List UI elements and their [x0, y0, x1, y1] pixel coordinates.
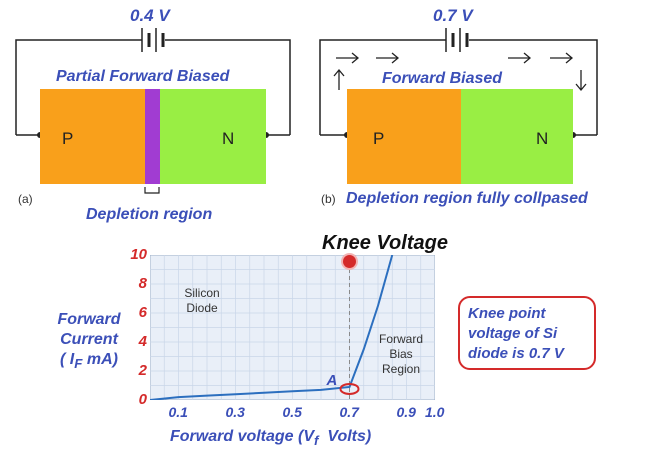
voltage-b: 0.7 V: [433, 6, 473, 25]
x-tick-label: 0.5: [282, 404, 302, 420]
p-label-b: P: [373, 129, 385, 148]
graph-title: Knee Voltage: [322, 232, 448, 254]
x-tick-label: 0.3: [225, 404, 245, 420]
y-tick-label: 10: [130, 246, 147, 263]
x-tick-label: 0.1: [168, 404, 188, 420]
x-axis-label: Forward voltage (Vf Volts): [170, 427, 371, 451]
battery-a-icon: [141, 28, 165, 52]
knee-note-box: Knee point voltage of Si diode is 0.7 V: [458, 296, 596, 370]
region-left-line2: Diode: [186, 301, 218, 315]
region-left-line1: Silicon: [184, 286, 220, 300]
caption-a: Depletion region: [86, 206, 213, 223]
y-tick-label: 0: [138, 391, 147, 408]
p-region-a: [40, 89, 146, 184]
knee-point-label: A: [326, 372, 338, 389]
y-tick-label: 6: [138, 304, 147, 321]
p-label-a: P: [62, 129, 74, 148]
y-label-line1: Forward: [57, 311, 121, 328]
y-label-line2: Current: [60, 331, 118, 348]
y-axis-label: Forward Current ( IF mA): [44, 310, 134, 374]
caption-b: Depletion region fully collpased: [346, 190, 588, 207]
x-tick-label: 1.0: [425, 404, 445, 420]
current-arrow-icon: [333, 52, 587, 92]
n-region-a: [160, 89, 266, 184]
y-label-line3b: mA): [82, 351, 118, 368]
region-forward-bias: Forward Bias Region: [370, 332, 432, 377]
y-tick-label: 2: [138, 362, 147, 379]
x-tick-label: 0.9: [396, 404, 416, 420]
region-right-line2: Bias: [389, 347, 413, 361]
n-label-b: N: [536, 129, 549, 148]
region-right-line1: Forward: [378, 332, 423, 346]
plot-area: A: [150, 255, 435, 400]
y-label-sub: F: [74, 356, 83, 372]
bias-title-b: Forward Biased: [382, 70, 503, 87]
battery-b-icon: [445, 28, 469, 52]
sub-label-b: (b): [321, 192, 336, 206]
y-label-line3a: ( I: [60, 351, 75, 368]
iv-curve: [150, 255, 394, 400]
y-tick-label: 4: [138, 333, 147, 350]
x-label-sub: f: [314, 433, 319, 449]
n-region-b: [461, 89, 573, 184]
x-label-tail: Volts): [318, 428, 372, 445]
y-tick-label: 8: [138, 275, 147, 292]
knee-point-marker: [339, 382, 360, 395]
knee-voltage-dot: [342, 255, 356, 268]
p-region-b: [347, 89, 461, 184]
region-silicon-diode: Silicon Diode: [178, 286, 226, 316]
bias-title-a: Partial Forward Biased: [56, 68, 230, 85]
region-right-line3: Region: [381, 362, 421, 376]
n-label-a: N: [222, 129, 235, 148]
x-label-main: Forward voltage (V: [170, 428, 315, 445]
x-tick-label: 0.7: [339, 404, 359, 420]
sub-label-a: (a): [18, 192, 33, 206]
depletion-region-a: [145, 89, 160, 184]
voltage-a: 0.4 V: [130, 6, 170, 25]
